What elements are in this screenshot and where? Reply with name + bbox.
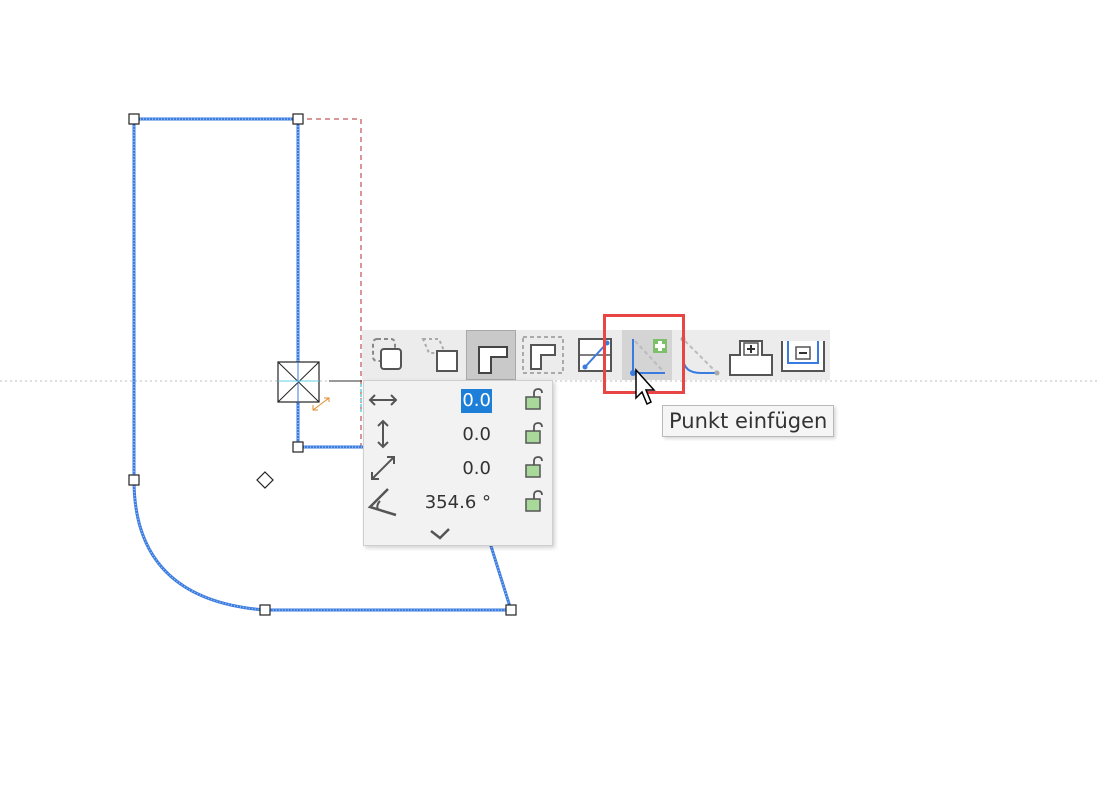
group-outline-button[interactable] <box>362 330 412 380</box>
angle-value[interactable]: 354.6 ° <box>424 492 491 513</box>
rectangle-dashed-button[interactable] <box>414 330 464 380</box>
edit-segment-button[interactable] <box>570 330 620 380</box>
fillet-button[interactable] <box>674 330 724 380</box>
l-shape-dashed-icon <box>522 336 564 374</box>
diagonal-arrow-icon <box>371 456 395 480</box>
length-value[interactable]: 0.0 <box>462 458 491 479</box>
height-value[interactable]: 0.0 <box>462 424 491 445</box>
vertex-handle[interactable] <box>292 441 304 453</box>
add-level-button[interactable] <box>726 330 776 380</box>
remove-level-icon <box>781 341 825 372</box>
edit-segment-icon <box>578 338 612 372</box>
length-row: 0.0 <box>364 451 554 485</box>
vertical-arrow-icon <box>377 419 389 449</box>
lock-open-icon[interactable] <box>524 421 546 445</box>
angle-icon <box>367 488 397 517</box>
origin-marker[interactable] <box>277 361 320 403</box>
rectangle-dashed-icon <box>421 338 458 372</box>
dimension-input-panel: 0.0 0.0 0.0 <box>363 380 553 546</box>
arc-center-marker[interactable] <box>256 471 274 489</box>
horizontal-arrow-icon <box>368 394 398 406</box>
vertex-handle[interactable] <box>128 474 140 486</box>
vertex-handle[interactable] <box>128 113 140 125</box>
height-row: 0.0 <box>364 417 554 451</box>
l-shape-icon <box>478 346 508 374</box>
mouse-cursor-icon <box>635 368 656 406</box>
vertex-handle[interactable] <box>505 604 517 616</box>
l-shape-button[interactable] <box>466 330 516 380</box>
insert-point-button[interactable] <box>622 330 672 380</box>
shape-toolbar <box>362 330 830 380</box>
width-row: 0.0 <box>364 383 554 417</box>
group-outline-icon <box>372 338 402 370</box>
angle-row: 354.6 ° <box>364 485 554 519</box>
checkmark-icon[interactable] <box>427 523 453 543</box>
lock-open-icon[interactable] <box>524 489 546 513</box>
add-level-icon <box>729 340 773 376</box>
remove-level-button[interactable] <box>778 330 828 380</box>
dashed-guide-outline <box>298 118 362 447</box>
lock-open-icon[interactable] <box>524 455 546 479</box>
resize-arrow-icon <box>312 397 330 411</box>
lock-open-icon[interactable] <box>524 387 546 411</box>
fillet-icon <box>680 336 720 376</box>
vertex-handle[interactable] <box>259 604 271 616</box>
width-value[interactable]: 0.0 <box>461 389 492 413</box>
tooltip: Punkt einfügen <box>662 405 835 437</box>
vertex-handle[interactable] <box>292 113 304 125</box>
l-shape-dashed-button[interactable] <box>518 330 568 380</box>
